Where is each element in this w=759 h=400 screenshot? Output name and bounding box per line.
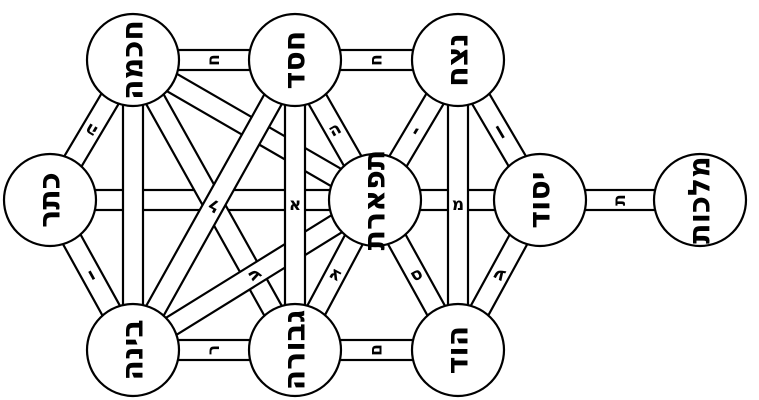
path-letter: ת	[610, 194, 630, 206]
sefirah-label: נצח	[441, 33, 476, 87]
path-letter: ח	[367, 54, 387, 66]
sefirah-label: חסד	[278, 31, 313, 90]
sefirah-circle	[410, 302, 506, 398]
sefirah-chesed: חסד	[247, 12, 343, 108]
sefirah-label: בינה	[116, 319, 151, 380]
sefirah-gevurah: גבורה	[247, 302, 343, 398]
sefirah-circle	[410, 12, 506, 108]
sefirah-malkhut: מלכות	[652, 152, 748, 248]
sefirah-circle	[85, 12, 181, 108]
sefirah-label: כתר	[33, 172, 68, 228]
sefirah-label: תפארת	[358, 150, 393, 251]
path-letter: מ	[452, 195, 464, 215]
sefirah-label: יסוד	[523, 171, 558, 228]
sefirah-circle	[652, 152, 748, 248]
sefirah-keter: כתר	[2, 152, 98, 248]
sefirah-circle	[327, 152, 423, 248]
path-letter: ם	[367, 344, 387, 356]
sefirah-tiferet: תפארת	[327, 150, 423, 251]
sefirah-circle	[2, 152, 98, 248]
path-letter: ר	[204, 345, 224, 355]
path-letter: ח	[204, 54, 224, 66]
sefirah-chokhmah: חכמה	[85, 12, 181, 108]
sefirah-circle	[492, 152, 588, 248]
sefirot-layer: כתר חכמה בינה חסד גבורה תפארת נצח הוד יסוד מלכות	[2, 12, 748, 398]
sefirah-label: מלכות	[683, 156, 718, 244]
path-letter: א	[289, 195, 301, 215]
sefirah-label: גבורה	[278, 310, 313, 391]
sefirah-circle	[247, 302, 343, 398]
sefirah-circle	[247, 12, 343, 108]
sefirah-circle	[85, 302, 181, 398]
sefirah-netzach: נצח	[410, 12, 506, 108]
sefirah-binah: בינה	[85, 302, 181, 398]
sefirah-label: הוד	[441, 326, 476, 375]
sefirah-yesod: יסוד	[492, 152, 588, 248]
sefirah-label: חכמה	[116, 20, 151, 100]
sefirah-hod: הוד	[410, 302, 506, 398]
